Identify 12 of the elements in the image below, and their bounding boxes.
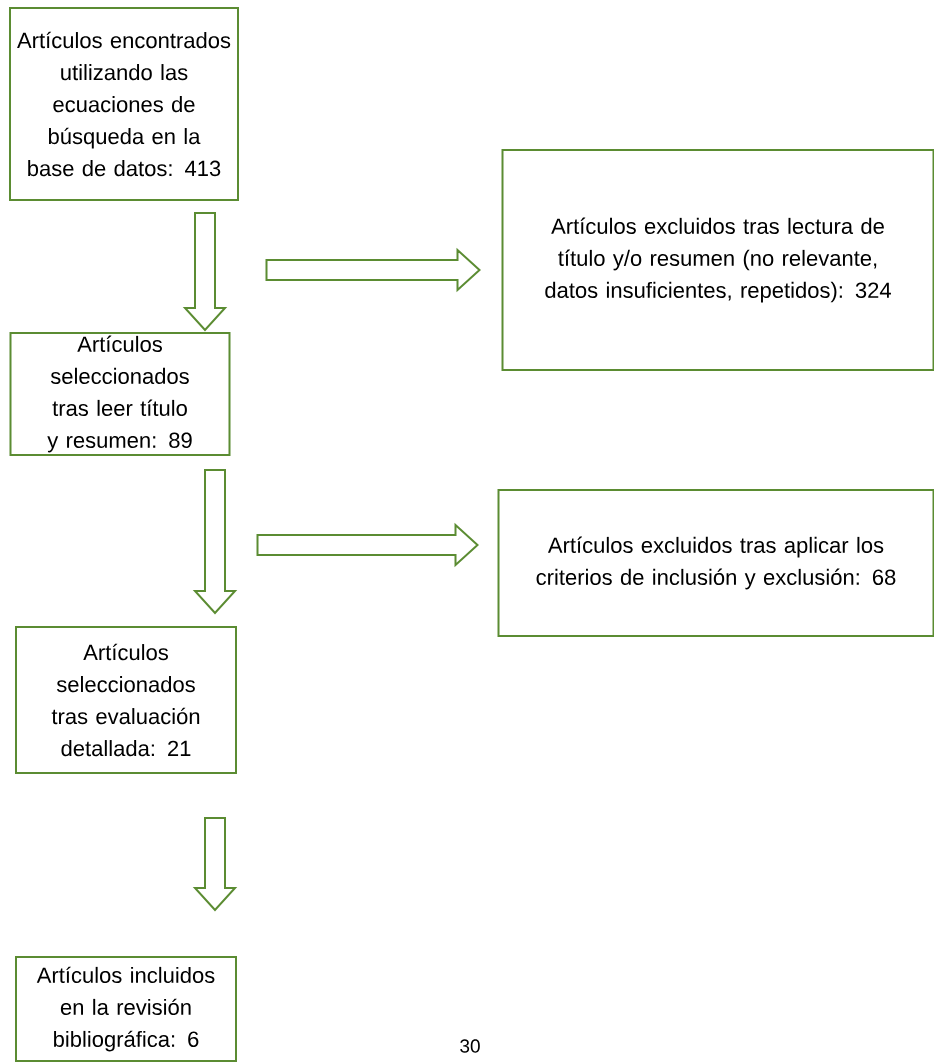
process-box: Artículos encontrados utilizando las ecuaciones de búsqueda en la base de datos: 413 xyxy=(9,7,239,201)
arrow xyxy=(192,817,238,912)
page-number: 30 xyxy=(460,1039,480,1053)
process-box: Artículos incluidos en la revisión bibliográfica: 6 xyxy=(15,956,237,1062)
arrow xyxy=(192,469,238,615)
arrow xyxy=(256,522,479,568)
arrow xyxy=(182,212,228,332)
process-box: Artículos seleccionados tras evaluación detallada: 21 xyxy=(15,626,237,774)
process-box: Artículos seleccionados tras leer título y resumen: 89 xyxy=(9,332,231,456)
arrow xyxy=(265,247,481,293)
process-box: Artículos excluidos tras lectura de título y/o resumen (no relevante, datos insuficientes, repetidos): 324 xyxy=(501,149,934,371)
process-box: Artículos excluidos tras aplicar los criterios de inclusión y exclusión: 68 xyxy=(497,489,934,637)
